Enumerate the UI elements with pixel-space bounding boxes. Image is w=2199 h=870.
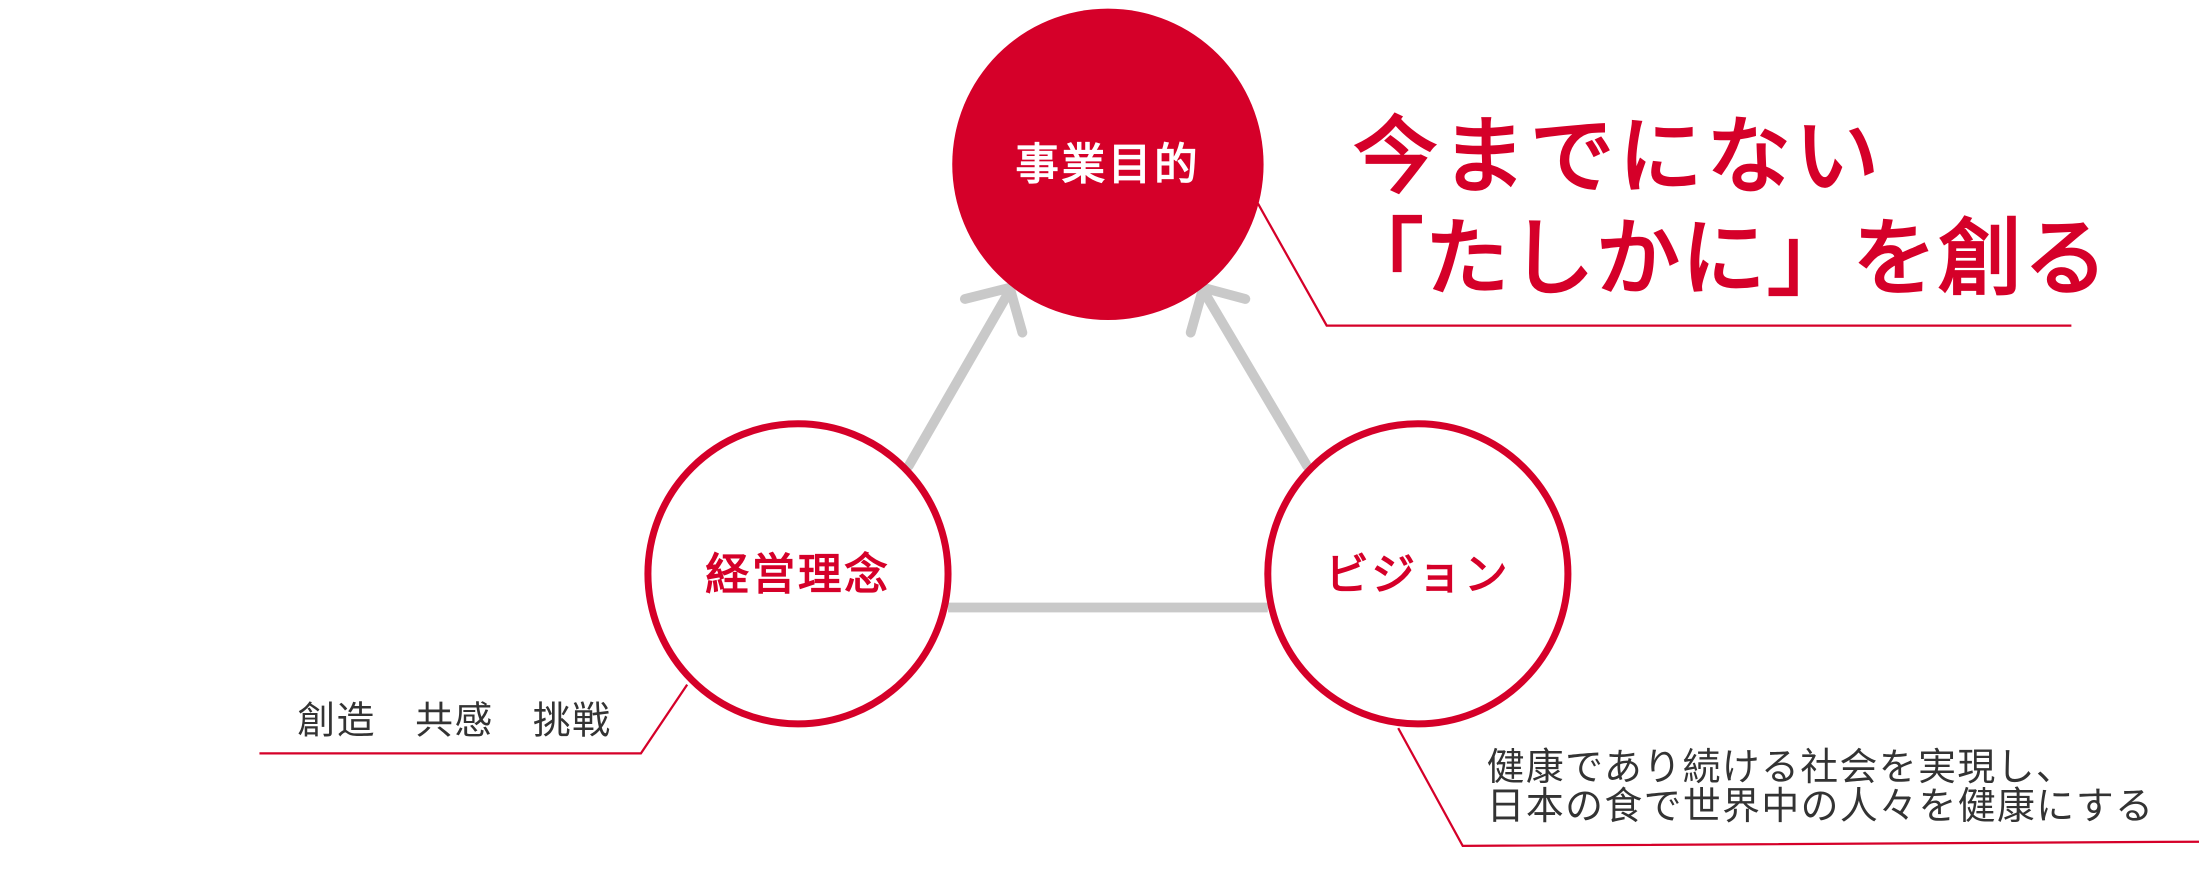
leader-line-philosophy (259, 684, 689, 755)
vision-circle (1264, 420, 1572, 728)
purpose-circle (952, 8, 1264, 321)
leader-line-purpose (1256, 203, 2072, 327)
arrow-vision-to-purpose (1198, 285, 1312, 471)
purpose-label: 事業目的 (1015, 141, 1200, 191)
vision-description-line1: 健康であり続ける社会を実現し、 (1487, 745, 2076, 789)
philosophy-label: 経営理念 (705, 550, 890, 600)
vision-label: ビジョン (1325, 550, 1510, 600)
arrow-philosophy-to-purpose (903, 285, 1015, 471)
purpose-tagline-line2: 「たしかに」を創る (1339, 210, 2109, 308)
arrowhead-right-icon (1185, 282, 1251, 338)
vision-description-line2: 日本の食で世界中の人々を健康にする (1487, 784, 2155, 828)
purpose-tagline-line1: 今までにない (1353, 107, 1883, 205)
arrowhead-left-icon (959, 282, 1028, 338)
philosophy-values: 創造 共感 挑戦 (297, 699, 611, 743)
leader-line-vision (1397, 727, 2199, 848)
philosophy-circle (644, 420, 952, 728)
